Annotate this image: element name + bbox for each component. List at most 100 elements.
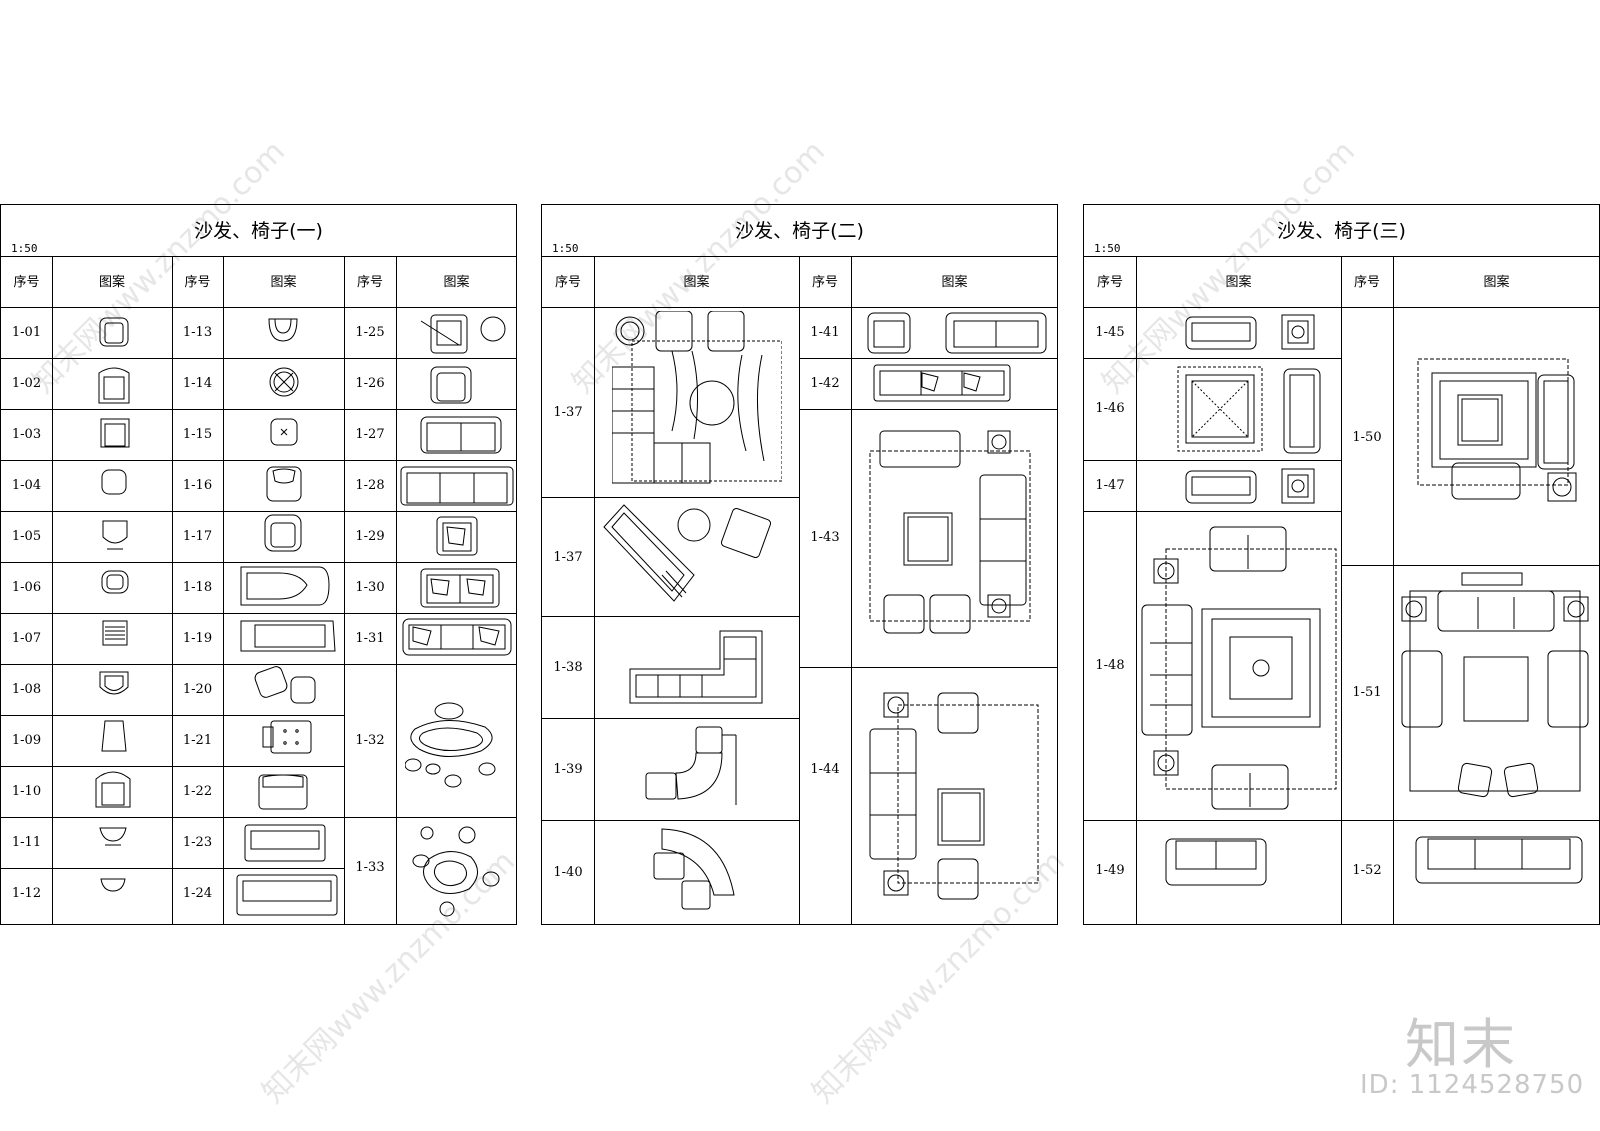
curved-sofa-drawing <box>652 825 738 911</box>
item-id: 1-39 <box>553 762 583 777</box>
chaise-drawing <box>239 619 337 653</box>
lounge-set-drawing <box>409 825 507 921</box>
item-id: 1-07 <box>11 631 42 646</box>
item-id: 1-14 <box>182 376 213 391</box>
item-id: 1-42 <box>810 376 840 391</box>
ottoman-drawing <box>269 417 299 447</box>
item-id: 1-31 <box>355 631 385 646</box>
chaise-table-drawing <box>602 501 782 613</box>
armchair-drawing <box>429 365 473 405</box>
sheet-1: 沙发、椅子(一) 1:50 序号 图案 序号 图案 序号 图案 1-01 1-0… <box>0 204 517 925</box>
col-header-no: 序号 <box>1 257 52 308</box>
item-id: 1-15 <box>182 427 213 442</box>
col-header-pattern: 图案 <box>594 257 799 308</box>
col-header-no: 序号 <box>542 257 594 308</box>
item-id: 1-37 <box>553 405 583 420</box>
item-id: 1-40 <box>553 865 583 880</box>
armchair-drawing <box>263 513 303 553</box>
item-id: 1-24 <box>182 886 213 901</box>
col-header-no: 序号 <box>799 257 851 308</box>
sofa-pair-drawing <box>866 311 1050 355</box>
chair-drawing <box>99 517 131 553</box>
sheet-title: 沙发、椅子(三) <box>1084 205 1599 257</box>
item-id: 1-02 <box>11 376 42 391</box>
loveseat-drawing <box>419 567 501 609</box>
col-header-no: 序号 <box>344 257 396 308</box>
item-id: 1-43 <box>810 530 840 545</box>
item-id: 1-30 <box>355 580 385 595</box>
item-id: 1-32 <box>355 733 385 748</box>
chair-drawing <box>101 619 129 647</box>
living-set-drawing <box>1404 355 1584 505</box>
watermark-id: ID: 1124528750 <box>1360 1070 1585 1100</box>
sofa-drawing <box>1414 831 1584 889</box>
item-id: 1-49 <box>1095 863 1125 878</box>
item-id: 1-51 <box>1352 685 1382 700</box>
item-id: 1-05 <box>11 529 42 544</box>
item-id: 1-22 <box>182 784 213 799</box>
chair-drawing <box>97 669 131 701</box>
col-header-no: 序号 <box>1341 257 1393 308</box>
sheet-3: 沙发、椅子(三) 1:50 序号 图案 序号 图案 1-45 1-46 1-47… <box>1083 204 1600 925</box>
item-id: 1-04 <box>11 478 42 493</box>
item-id: 1-41 <box>810 325 840 340</box>
item-id: 1-19 <box>182 631 213 646</box>
item-id: 1-11 <box>11 835 42 850</box>
col-header-pattern: 图案 <box>223 257 344 308</box>
item-id: 1-25 <box>355 325 385 340</box>
item-id: 1-10 <box>11 784 42 799</box>
item-id: 1-09 <box>11 733 42 748</box>
chair-drawing <box>99 567 131 597</box>
stool-drawing <box>99 467 129 497</box>
item-id: 1-20 <box>182 682 213 697</box>
living-set-drawing <box>868 425 1050 637</box>
item-id: 1-17 <box>182 529 213 544</box>
item-id: 1-52 <box>1352 863 1382 878</box>
sofa-drawing <box>235 873 339 917</box>
scale-label: 1:50 <box>552 242 579 255</box>
col-header-no: 序号 <box>1084 257 1136 308</box>
chair-drawing <box>99 875 127 897</box>
loveseat-drawing <box>419 415 503 455</box>
item-id: 1-12 <box>11 886 42 901</box>
chair-pair-drawing <box>253 665 321 707</box>
sheet-title: 沙发、椅子(一) <box>1 205 516 257</box>
item-id: 1-38 <box>553 660 583 675</box>
item-id: 1-44 <box>810 762 840 777</box>
item-id: 1-28 <box>355 478 385 493</box>
chair-drawing <box>99 417 131 449</box>
item-id: 1-18 <box>182 580 213 595</box>
sofa-sidetable-drawing <box>1184 467 1316 507</box>
sectional-rug-set-drawing <box>612 311 782 489</box>
col-header-pattern: 图案 <box>1393 257 1600 308</box>
item-id: 1-37 <box>553 550 583 565</box>
item-id: 1-48 <box>1095 658 1125 673</box>
col-header-no: 序号 <box>172 257 223 308</box>
item-id: 1-21 <box>182 733 213 748</box>
living-set-drawing <box>868 689 1050 911</box>
armchair-drawing <box>265 463 303 503</box>
curved-sofa-drawing <box>644 725 748 813</box>
col-header-pattern: 图案 <box>396 257 517 308</box>
item-id: 1-50 <box>1352 430 1382 445</box>
item-id: 1-29 <box>355 529 385 544</box>
chair-drawing <box>97 823 129 849</box>
sheet-2: 沙发、椅子(二) 1:50 序号 图案 序号 图案 1-37 1-37 1-38… <box>541 204 1058 925</box>
item-id: 1-23 <box>182 835 213 850</box>
col-header-pattern: 图案 <box>851 257 1058 308</box>
item-id: 1-06 <box>11 580 42 595</box>
item-id: 1-45 <box>1095 325 1125 340</box>
item-id: 1-26 <box>355 376 385 391</box>
chair-drawing <box>99 719 129 753</box>
sofa-drawing <box>401 617 513 657</box>
sofa-drawing <box>243 823 327 863</box>
sofa-drawing <box>399 465 515 507</box>
sofa-sidetable-drawing <box>1184 313 1316 353</box>
armchair-drawing <box>257 771 309 811</box>
item-id: 1-08 <box>11 682 42 697</box>
item-id: 1-13 <box>182 325 213 340</box>
item-id: 1-46 <box>1095 401 1125 416</box>
living-set-drawing <box>1140 525 1340 815</box>
armchair-drawing <box>93 765 133 809</box>
item-id: 1-03 <box>11 427 42 442</box>
